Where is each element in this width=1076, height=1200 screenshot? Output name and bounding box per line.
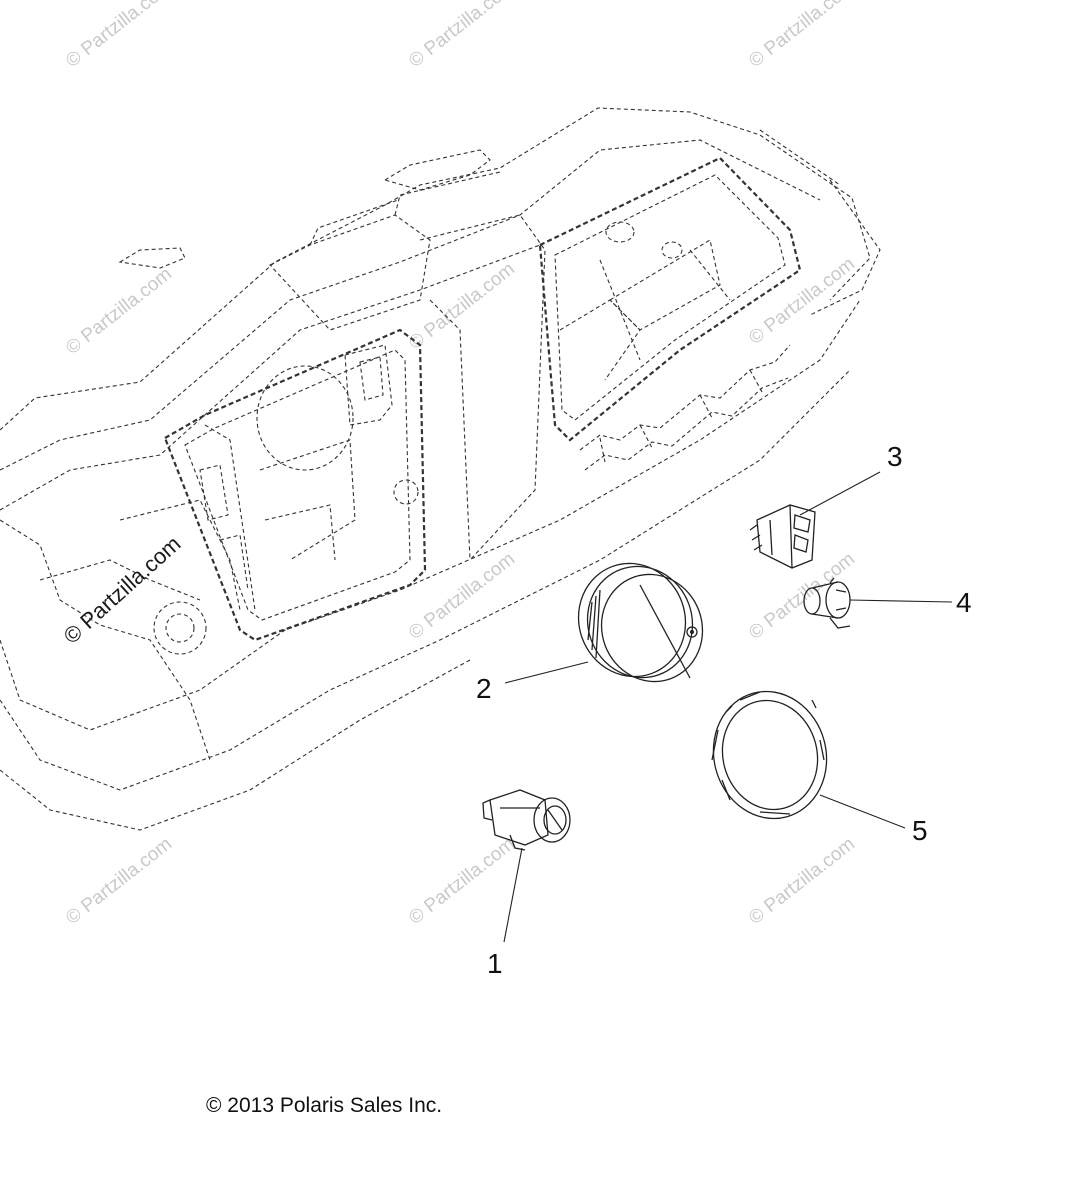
watermark: © Partzilla.com: [62, 0, 176, 72]
callouts: 3 4 2 5 1: [476, 441, 972, 979]
watermark: © Partzilla.com: [405, 834, 519, 929]
watermark: © Partzilla.com: [745, 834, 859, 929]
watermark: © Partzilla.com: [62, 264, 176, 359]
callout-1: 1: [487, 948, 503, 979]
watermarks: © Partzilla.com © Partzilla.com © Partzi…: [59, 0, 859, 929]
leader-line: [819, 794, 906, 829]
leader-line: [503, 847, 523, 943]
leader-line: [504, 661, 589, 684]
watermark: © Partzilla.com: [745, 0, 859, 72]
leader-lines: [503, 471, 953, 943]
dashboard-outline: [0, 107, 881, 831]
watermark: © Partzilla.com: [405, 259, 519, 354]
watermark: © Partzilla.com: [745, 549, 859, 644]
watermark: © Partzilla.com: [745, 254, 859, 349]
copyright-notice: © 2013 Polaris Sales Inc.: [206, 1094, 443, 1117]
rocker-switch-part: [749, 504, 816, 569]
callout-2: 2: [476, 673, 492, 704]
leader-line: [849, 599, 953, 603]
gauge-part: [577, 562, 704, 683]
callout-5: 5: [912, 815, 928, 846]
leader-line: [799, 471, 881, 516]
callout-3: 3: [887, 441, 903, 472]
callout-4: 4: [956, 587, 972, 618]
power-socket-part: [803, 577, 851, 629]
watermark: © Partzilla.com: [405, 0, 519, 72]
ignition-switch-part: [482, 789, 571, 851]
bezel-ring-part: [711, 690, 828, 820]
watermark: © Partzilla.com: [62, 834, 176, 929]
